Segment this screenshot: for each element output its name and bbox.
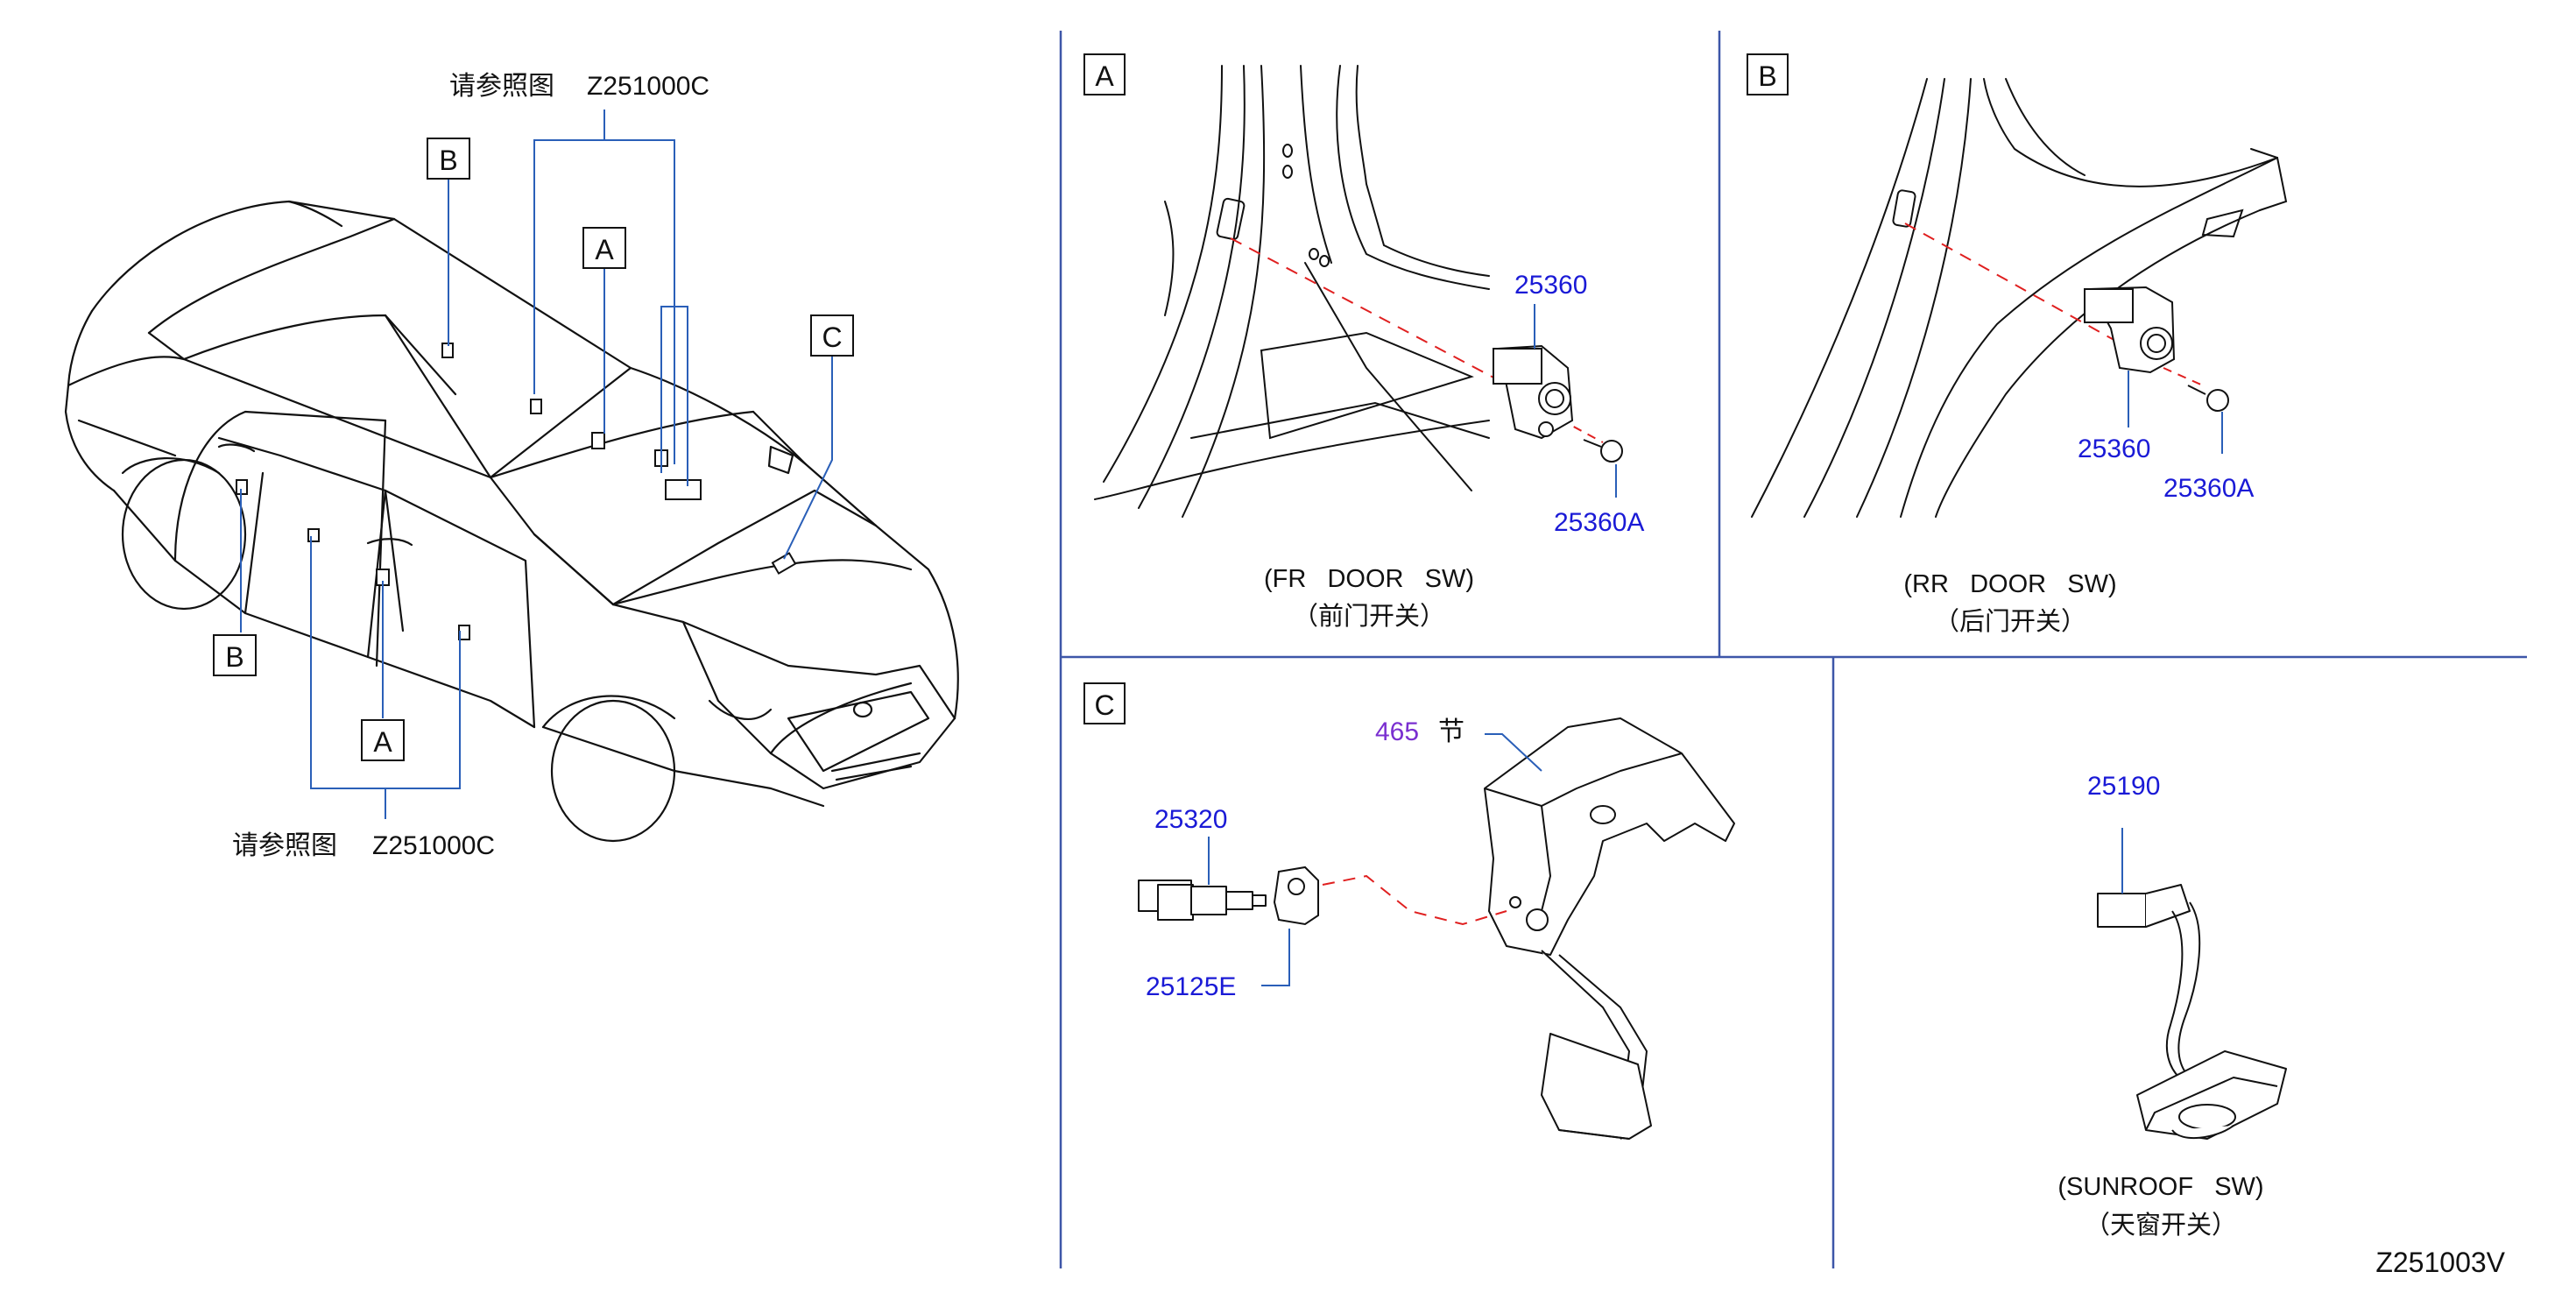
panel-C-dash	[1322, 874, 1507, 926]
callout-A-top-label: A	[595, 234, 614, 265]
panel-A-caption-cn: （前门开关）	[1293, 601, 1445, 631]
door-pillar-frame	[1094, 65, 1490, 518]
panel-C-tag: C	[1094, 689, 1114, 721]
panel-B-part-25360: 25360	[2078, 435, 2150, 463]
panel-C: C 465	[1083, 682, 1735, 1140]
panel-A-dash	[1230, 237, 1542, 404]
overview-leaders	[240, 110, 833, 819]
callout-C: C	[810, 314, 854, 357]
panel-C-part-465: 465	[1375, 717, 1419, 746]
callout-A-bottom-label: A	[373, 726, 392, 758]
panel-A-tag: A	[1095, 60, 1114, 92]
panel-D: 25190 (SUNROOF SW) （天窗开关）	[2057, 772, 2287, 1240]
callout-B-bottom: B	[213, 634, 257, 676]
panel-A-part-25360A: 25360A	[1554, 508, 1644, 537]
panel-C-part-25320: 25320	[1154, 805, 1227, 834]
panel-D-caption-en: (SUNROOF SW)	[2057, 1173, 2263, 1201]
callout-B-bottom-label: B	[225, 641, 243, 673]
callout-B-top-label: B	[439, 145, 457, 176]
refer-bottom-code: Z251000C	[372, 831, 495, 860]
refer-bottom-text: 请参照图	[232, 830, 337, 861]
panel-B-dash	[1904, 223, 2134, 351]
panel-C-note-jie: 节	[1438, 717, 1464, 747]
panel-B: B 25360 2536	[1747, 53, 2288, 636]
callout-A-top: A	[582, 227, 626, 269]
callout-A-bottom: A	[361, 719, 405, 761]
panel-A-caption-en: (FR DOOR SW)	[1264, 565, 1474, 593]
panel-A-dash-2	[1545, 411, 1604, 443]
refer-top-text: 请参照图	[449, 71, 554, 102]
panel-A: A	[1083, 53, 1644, 631]
car-switch-markers	[236, 343, 797, 640]
rr-door-screw-part	[2187, 385, 2229, 412]
rr-door-switch-part	[2084, 286, 2176, 374]
panel-A-leaders	[1534, 304, 1617, 498]
panel-B-tag: B	[1758, 60, 1776, 92]
panel-C-part-25125E: 25125E	[1146, 972, 1236, 1001]
fr-door-screw-part	[1583, 439, 1623, 463]
pedal-bracket-part	[1484, 717, 1735, 1140]
panel-D-caption-cn: （天窗开关）	[2085, 1210, 2237, 1240]
callout-B-top: B	[427, 138, 470, 180]
panel-B-caption-en: (RR DOOR SW)	[1903, 570, 2116, 598]
panel-D-part-25190: 25190	[2087, 772, 2160, 801]
stop-lamp-switch-part	[1138, 880, 1267, 921]
rear-pillar-frame	[1751, 78, 2288, 518]
panel-A-part-25360: 25360	[1514, 271, 1587, 300]
panel-B-leaders	[2128, 371, 2223, 454]
panel-B-part-25360A: 25360A	[2163, 474, 2254, 503]
panel-C-leaders	[1208, 733, 1542, 986]
diagram-code: Z251003V	[2375, 1247, 2505, 1278]
panel-B-dash-2	[2163, 367, 2204, 386]
callout-C-label: C	[822, 321, 842, 353]
refer-top-code: Z251000C	[587, 72, 709, 101]
clip-part	[1273, 865, 1319, 926]
panel-dividers	[1059, 31, 2527, 1268]
car-illustration	[64, 200, 959, 843]
fr-door-switch-part	[1493, 344, 1574, 440]
sunroof-switch-part	[2097, 884, 2287, 1140]
panel-B-caption-cn: （后门开关）	[1934, 606, 2086, 636]
